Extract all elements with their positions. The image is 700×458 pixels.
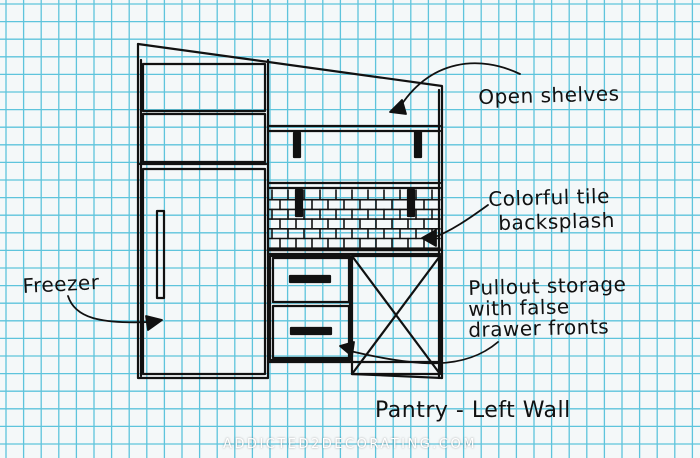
open-shelves <box>266 124 442 218</box>
sloped-ceiling-line <box>136 42 444 380</box>
cabinet-drawing <box>67 42 521 380</box>
freezer-label: Freezer <box>21 269 101 298</box>
sketch-title: Pantry - Left Wall <box>375 398 571 423</box>
watermark: ADDICTED2DECORATING.COM <box>223 437 477 452</box>
shelf-bracket <box>406 188 416 218</box>
tile-backsplash <box>267 189 441 249</box>
freezer-door <box>141 167 267 376</box>
shelf-bracket <box>413 130 423 159</box>
drawer-pull <box>288 274 332 284</box>
annotation-arrows <box>67 62 521 365</box>
tile-backsplash-label-line1: Colorful tile <box>487 183 611 211</box>
drawer-front-bottom <box>271 304 351 360</box>
drawer-front-top <box>271 256 351 304</box>
tall-cabinet <box>136 42 270 380</box>
pullout-label-line3: drawer fronts <box>467 314 610 342</box>
drawer-stack <box>266 254 442 364</box>
freezer-handle <box>155 209 166 300</box>
shelf-bracket <box>292 131 302 159</box>
tile-backsplash-label-line2: backsplash <box>497 207 616 235</box>
open-shelves-label: Open shelves <box>477 81 620 109</box>
shelf-bracket <box>294 188 304 218</box>
drawer-pull <box>289 326 333 336</box>
